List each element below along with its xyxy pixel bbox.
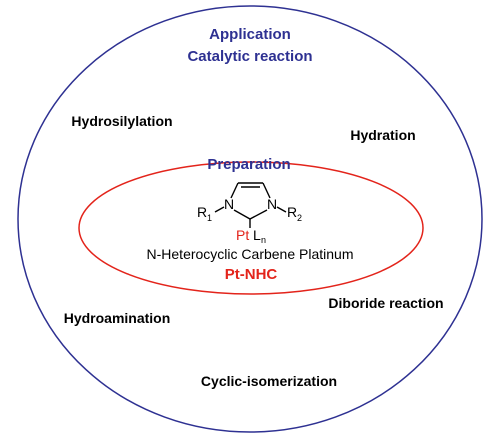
outer-circle	[17, 5, 483, 433]
compound-name: N-Heterocyclic Carbene Platinum	[147, 246, 354, 262]
bond-n3-c2	[249, 209, 268, 220]
ligand-l: L	[253, 227, 261, 243]
preparation-title: Preparation	[207, 156, 290, 173]
reaction-diboride: Diboride reaction	[328, 295, 443, 311]
catalytic-reaction-subtitle: Catalytic reaction	[187, 48, 312, 65]
nhc-structure	[214, 182, 287, 228]
reaction-hydrosilylation: Hydrosilylation	[71, 113, 172, 129]
substituent-r1: R	[197, 204, 207, 220]
substituent-r2-subscript: 2	[297, 213, 302, 223]
application-title: Application	[209, 26, 291, 43]
bond-n1-r1	[214, 206, 225, 213]
compound-abbreviation: Pt-NHC	[225, 266, 278, 283]
reaction-hydration: Hydration	[350, 127, 415, 143]
metal-pt: Pt	[236, 227, 249, 243]
atom-n3: N	[267, 196, 277, 212]
reaction-hydroamination: Hydroamination	[64, 310, 171, 326]
bond-n1-c2	[233, 209, 251, 220]
inner-ellipse	[78, 161, 424, 295]
ligand-subscript: n	[261, 235, 266, 245]
reaction-cyclic-isomerization: Cyclic-isomerization	[201, 373, 337, 389]
bond-c4-n1	[230, 182, 239, 199]
substituent-r1-subscript: 1	[207, 213, 212, 223]
bond-c5-n3	[262, 182, 271, 199]
bond-n3-r2	[276, 206, 287, 213]
substituent-r2: R	[287, 204, 297, 220]
atom-n1: N	[224, 196, 234, 212]
